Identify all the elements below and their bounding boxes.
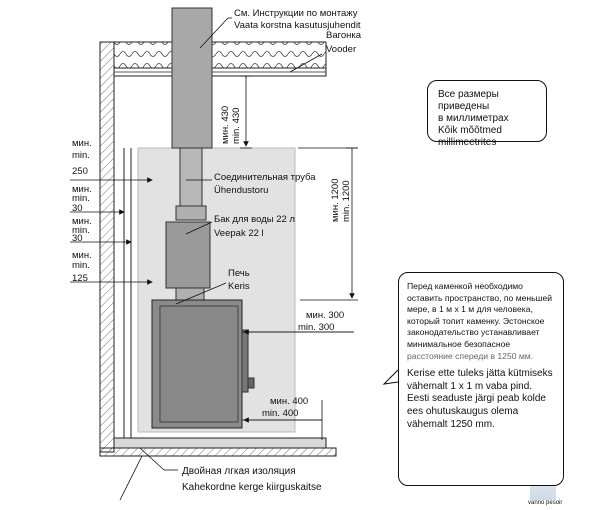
- svg-text:мин. 1200: мин. 1200: [330, 179, 341, 223]
- dim-125: мин. min. 125: [72, 250, 94, 284]
- front-clearance-note: Перед каменкой необходимо оставить прост…: [398, 272, 564, 486]
- pipe-label: Соединительная труба Ühendustoru: [214, 172, 318, 196]
- dim-1200: мин. 1200 min. 1200: [330, 179, 352, 223]
- dim-430: мин. 430 min. 430: [220, 106, 242, 144]
- tank-label: Бак для воды 22 л Veepak 22 l: [214, 214, 298, 239]
- units-note-line: в миллиметрах: [438, 113, 509, 124]
- chimney-label: См. Инструкции по монтажу Vaata korstna …: [234, 8, 361, 31]
- dimension-lines-right: [242, 329, 354, 440]
- units-note-line: millimeetrites: [438, 137, 497, 148]
- svg-text:min. 430: min. 430: [231, 108, 242, 144]
- front-clearance-ru-end: расстояние спереди в 1250 мм.: [407, 350, 534, 361]
- units-note-line: Все размеры приведены: [438, 89, 499, 112]
- dim-30-a: мин. min. 30: [72, 184, 94, 214]
- front-clearance-ru-text: Перед каменкой необходимо оставить прост…: [407, 281, 553, 349]
- dim-300: мин. 300 min. 300: [298, 310, 347, 333]
- dim-30-b: мин. min. 30: [72, 216, 94, 244]
- floor: [99, 437, 337, 457]
- water-tank: [165, 221, 211, 289]
- front-clearance-note-et: Kerise ette tuleks jätta kütmiseks vähem…: [407, 368, 553, 430]
- wall-left: [99, 41, 115, 453]
- svg-text:мин. 430: мин. 430: [220, 106, 231, 144]
- dim-250: мин. min. 250: [72, 138, 94, 177]
- dimension-lines-vertical: [240, 75, 358, 301]
- dim-400: мин. 400 min. 400: [262, 396, 311, 419]
- cladding-label: Вагонка Vooder: [326, 30, 364, 55]
- dimension-lines-left: [70, 177, 153, 285]
- note-tail: [382, 369, 399, 385]
- units-note: Все размеры приведены в миллиметрах Kõik…: [427, 80, 547, 148]
- stove: [151, 299, 255, 429]
- connecting-pipe: [175, 147, 207, 221]
- svg-text:min. 1200: min. 1200: [341, 180, 352, 222]
- front-clearance-note-ru: Перед каменкой необходимо оставить прост…: [407, 281, 555, 362]
- stove-label: Печь Keris: [228, 268, 252, 292]
- leader-lines: [119, 17, 323, 501]
- insulation-label: Двойная лгкая изоляция Kahekordne kerge …: [182, 466, 322, 493]
- units-note-line: Kõik mõõtmed: [438, 125, 502, 136]
- ceiling: [113, 41, 327, 77]
- chimney: [171, 7, 213, 149]
- wall-insulation: [123, 148, 132, 440]
- watermark-text: vanno pesoir: [528, 500, 562, 506]
